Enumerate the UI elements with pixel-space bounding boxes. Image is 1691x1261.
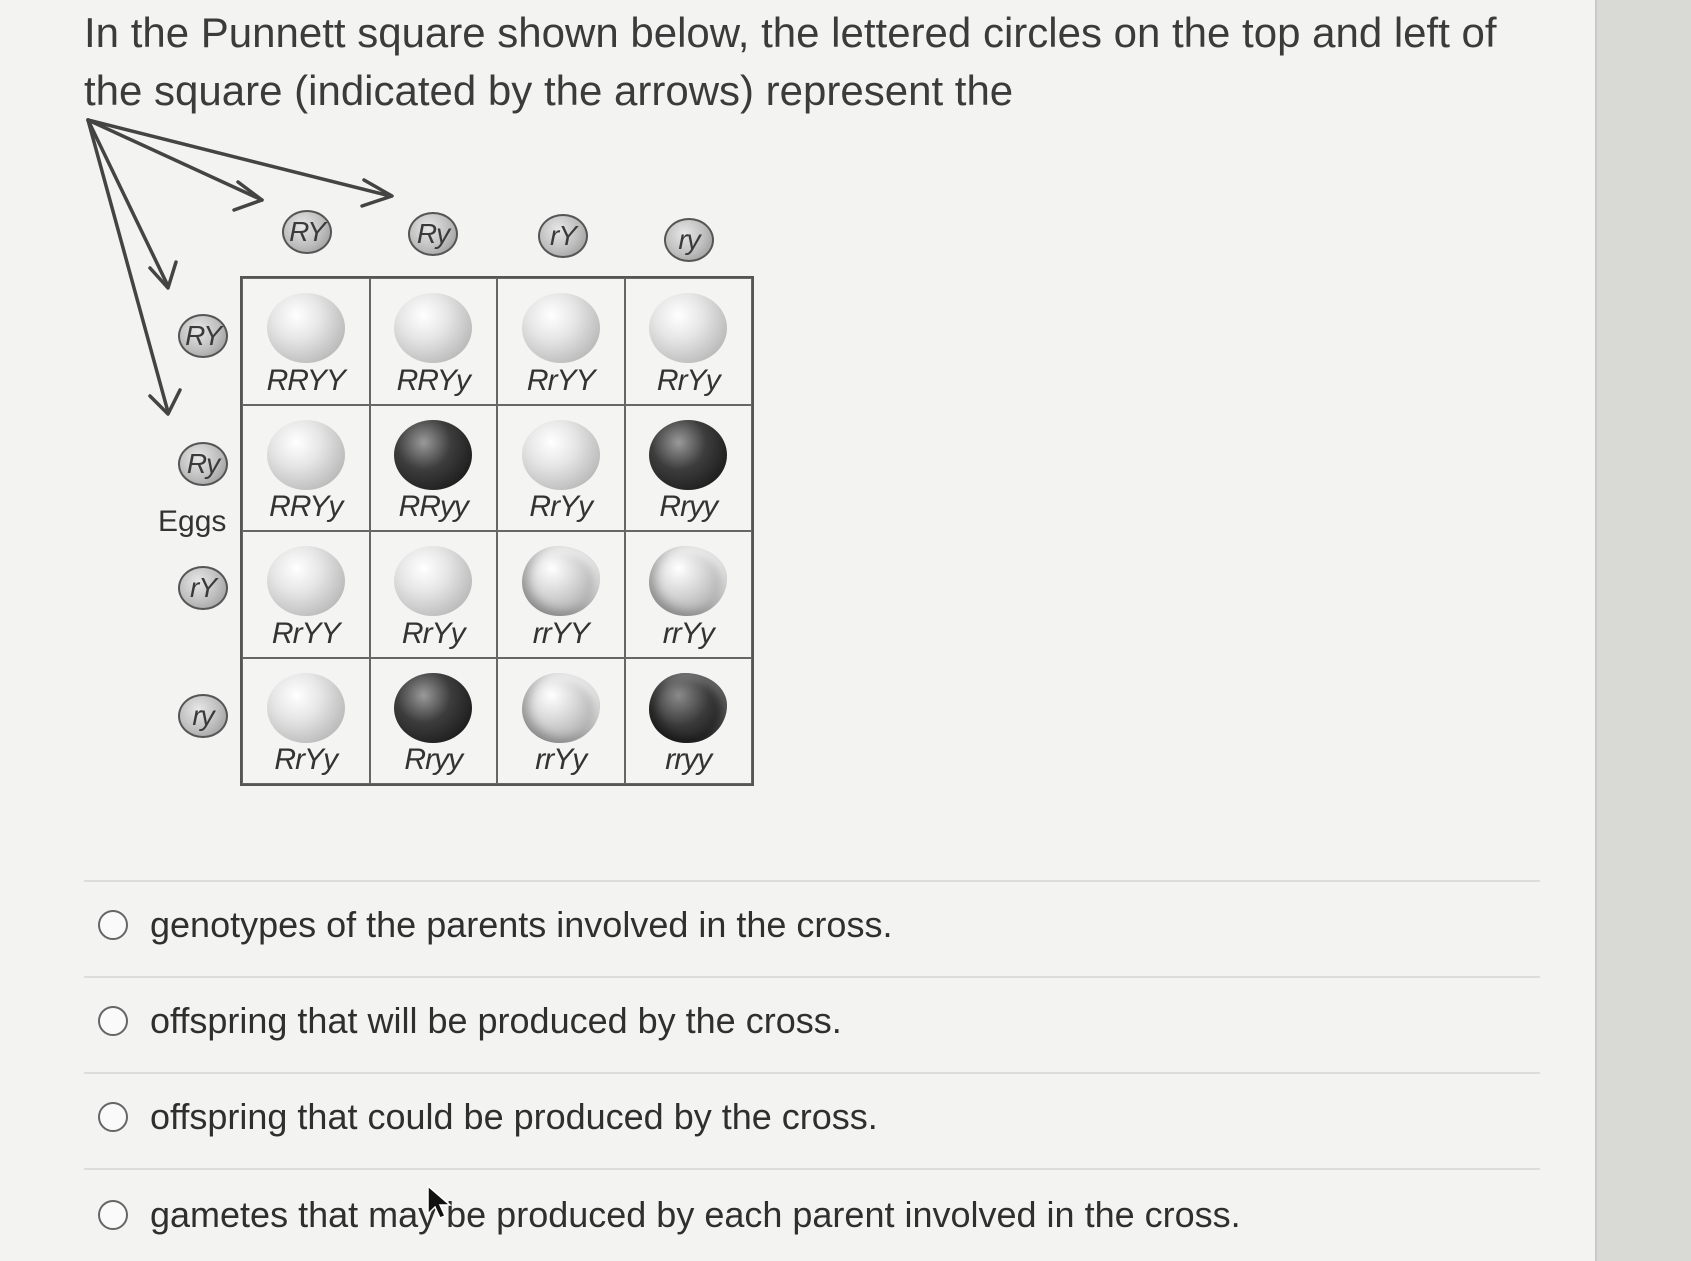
- pea-yellow-round-icon: [266, 672, 345, 743]
- genotype-label: RrYy: [401, 616, 466, 650]
- genotype-label: RRYy: [396, 363, 471, 397]
- genotype-label: RRyy: [398, 490, 469, 523]
- punnett-cell: rrYy: [497, 657, 625, 784]
- punnett-cell: rrYy: [624, 531, 752, 658]
- genotype-label: rryy: [665, 743, 712, 776]
- genotype-label: RrYY: [526, 363, 596, 397]
- pea-yellow-round-icon: [394, 293, 473, 363]
- punnett-cell: rryy: [624, 657, 752, 784]
- egg-gamete-circle: rY: [178, 566, 228, 610]
- option-label: gametes that may be produced by each par…: [150, 1194, 1241, 1235]
- pea-green-round-icon: [394, 672, 473, 743]
- sperm-gamete-circle: RY: [282, 210, 332, 254]
- pea-green-wrinkled-icon: [649, 672, 728, 743]
- egg-gamete-circle: Ry: [178, 442, 228, 486]
- radio-button[interactable]: [98, 910, 128, 940]
- punnett-cell: RrYy: [242, 657, 370, 784]
- pea-yellow-round-icon: [521, 293, 600, 363]
- divider: [84, 1072, 1540, 1074]
- genotype-label: rrYy: [535, 743, 587, 776]
- punnett-cell: rrYY: [497, 531, 625, 658]
- divider: [84, 880, 1540, 882]
- mouse-pointer-icon: [427, 1184, 452, 1219]
- question-text: In the Punnett square shown below, the l…: [84, 9, 1497, 114]
- radio-button[interactable]: [98, 1102, 128, 1132]
- pea-green-round-icon: [649, 419, 728, 490]
- pea-yellow-round-icon: [266, 293, 345, 363]
- pea-yellow-round-icon: [266, 419, 345, 490]
- punnett-cell: RRYY: [242, 278, 370, 405]
- genotype-label: rrYY: [532, 616, 590, 650]
- punnett-cell: RrYy: [624, 278, 752, 405]
- sperm-gamete-circle: Ry: [408, 212, 458, 256]
- punnett-cell: Rryy: [624, 404, 752, 531]
- genotype-label: RRYY: [266, 363, 346, 397]
- eggs-label: Eggs: [158, 505, 227, 538]
- pea-yellow-round-icon: [521, 419, 600, 490]
- option-gametes[interactable]: gametes that may be produced by each par…: [98, 1194, 1241, 1236]
- punnett-cell: RrYY: [497, 278, 625, 405]
- pea-yellow-wrinkled-icon: [521, 546, 600, 616]
- punnett-cell: RrYy: [497, 404, 625, 531]
- pea-green-round-icon: [394, 419, 473, 490]
- divider: [84, 976, 1540, 978]
- genotype-label: RrYY: [271, 616, 341, 650]
- pea-yellow-wrinkled-icon: [521, 672, 600, 743]
- radio-button[interactable]: [98, 1200, 128, 1230]
- genotype-label: RRYy: [269, 490, 343, 523]
- pea-yellow-round-icon: [266, 546, 345, 616]
- punnett-cell: RRyy: [369, 404, 497, 531]
- genotype-label: RrYy: [656, 363, 721, 397]
- pea-yellow-round-icon: [394, 546, 473, 616]
- option-label: offspring that could be produced by the …: [150, 1096, 878, 1137]
- punnett-cell: RRYy: [369, 278, 497, 405]
- pea-yellow-round-icon: [649, 293, 728, 363]
- option-label: genotypes of the parents involved in the…: [150, 904, 893, 945]
- punnett-cell: RRYy: [242, 404, 370, 531]
- genotype-label: rrYy: [662, 616, 715, 650]
- option-parent-genotypes[interactable]: genotypes of the parents involved in the…: [98, 904, 892, 946]
- option-label: offspring that will be produced by the c…: [150, 1000, 842, 1041]
- punnett-cell: Rryy: [369, 657, 497, 784]
- question-card: In the Punnett square shown below, the l…: [0, 0, 1597, 1261]
- punnett-cell: RrYY: [242, 531, 370, 658]
- divider: [84, 1168, 1540, 1170]
- sperm-gamete-circle: ry: [664, 218, 714, 262]
- radio-button[interactable]: [98, 1006, 128, 1036]
- genotype-label: RrYy: [274, 743, 338, 776]
- option-offspring-could[interactable]: offspring that could be produced by the …: [98, 1096, 878, 1138]
- genotype-label: Rryy: [404, 743, 463, 776]
- egg-gamete-circle: RY: [178, 314, 228, 358]
- genotype-label: Rryy: [659, 490, 718, 523]
- genotype-label: RrYy: [529, 490, 593, 523]
- pea-yellow-wrinkled-icon: [649, 546, 728, 616]
- pointer-arrows: [86, 118, 394, 416]
- punnett-cell: RrYy: [369, 531, 497, 658]
- sperm-gamete-circle: rY: [538, 214, 588, 258]
- egg-gamete-circle: ry: [178, 694, 228, 738]
- option-offspring-will[interactable]: offspring that will be produced by the c…: [98, 1000, 842, 1042]
